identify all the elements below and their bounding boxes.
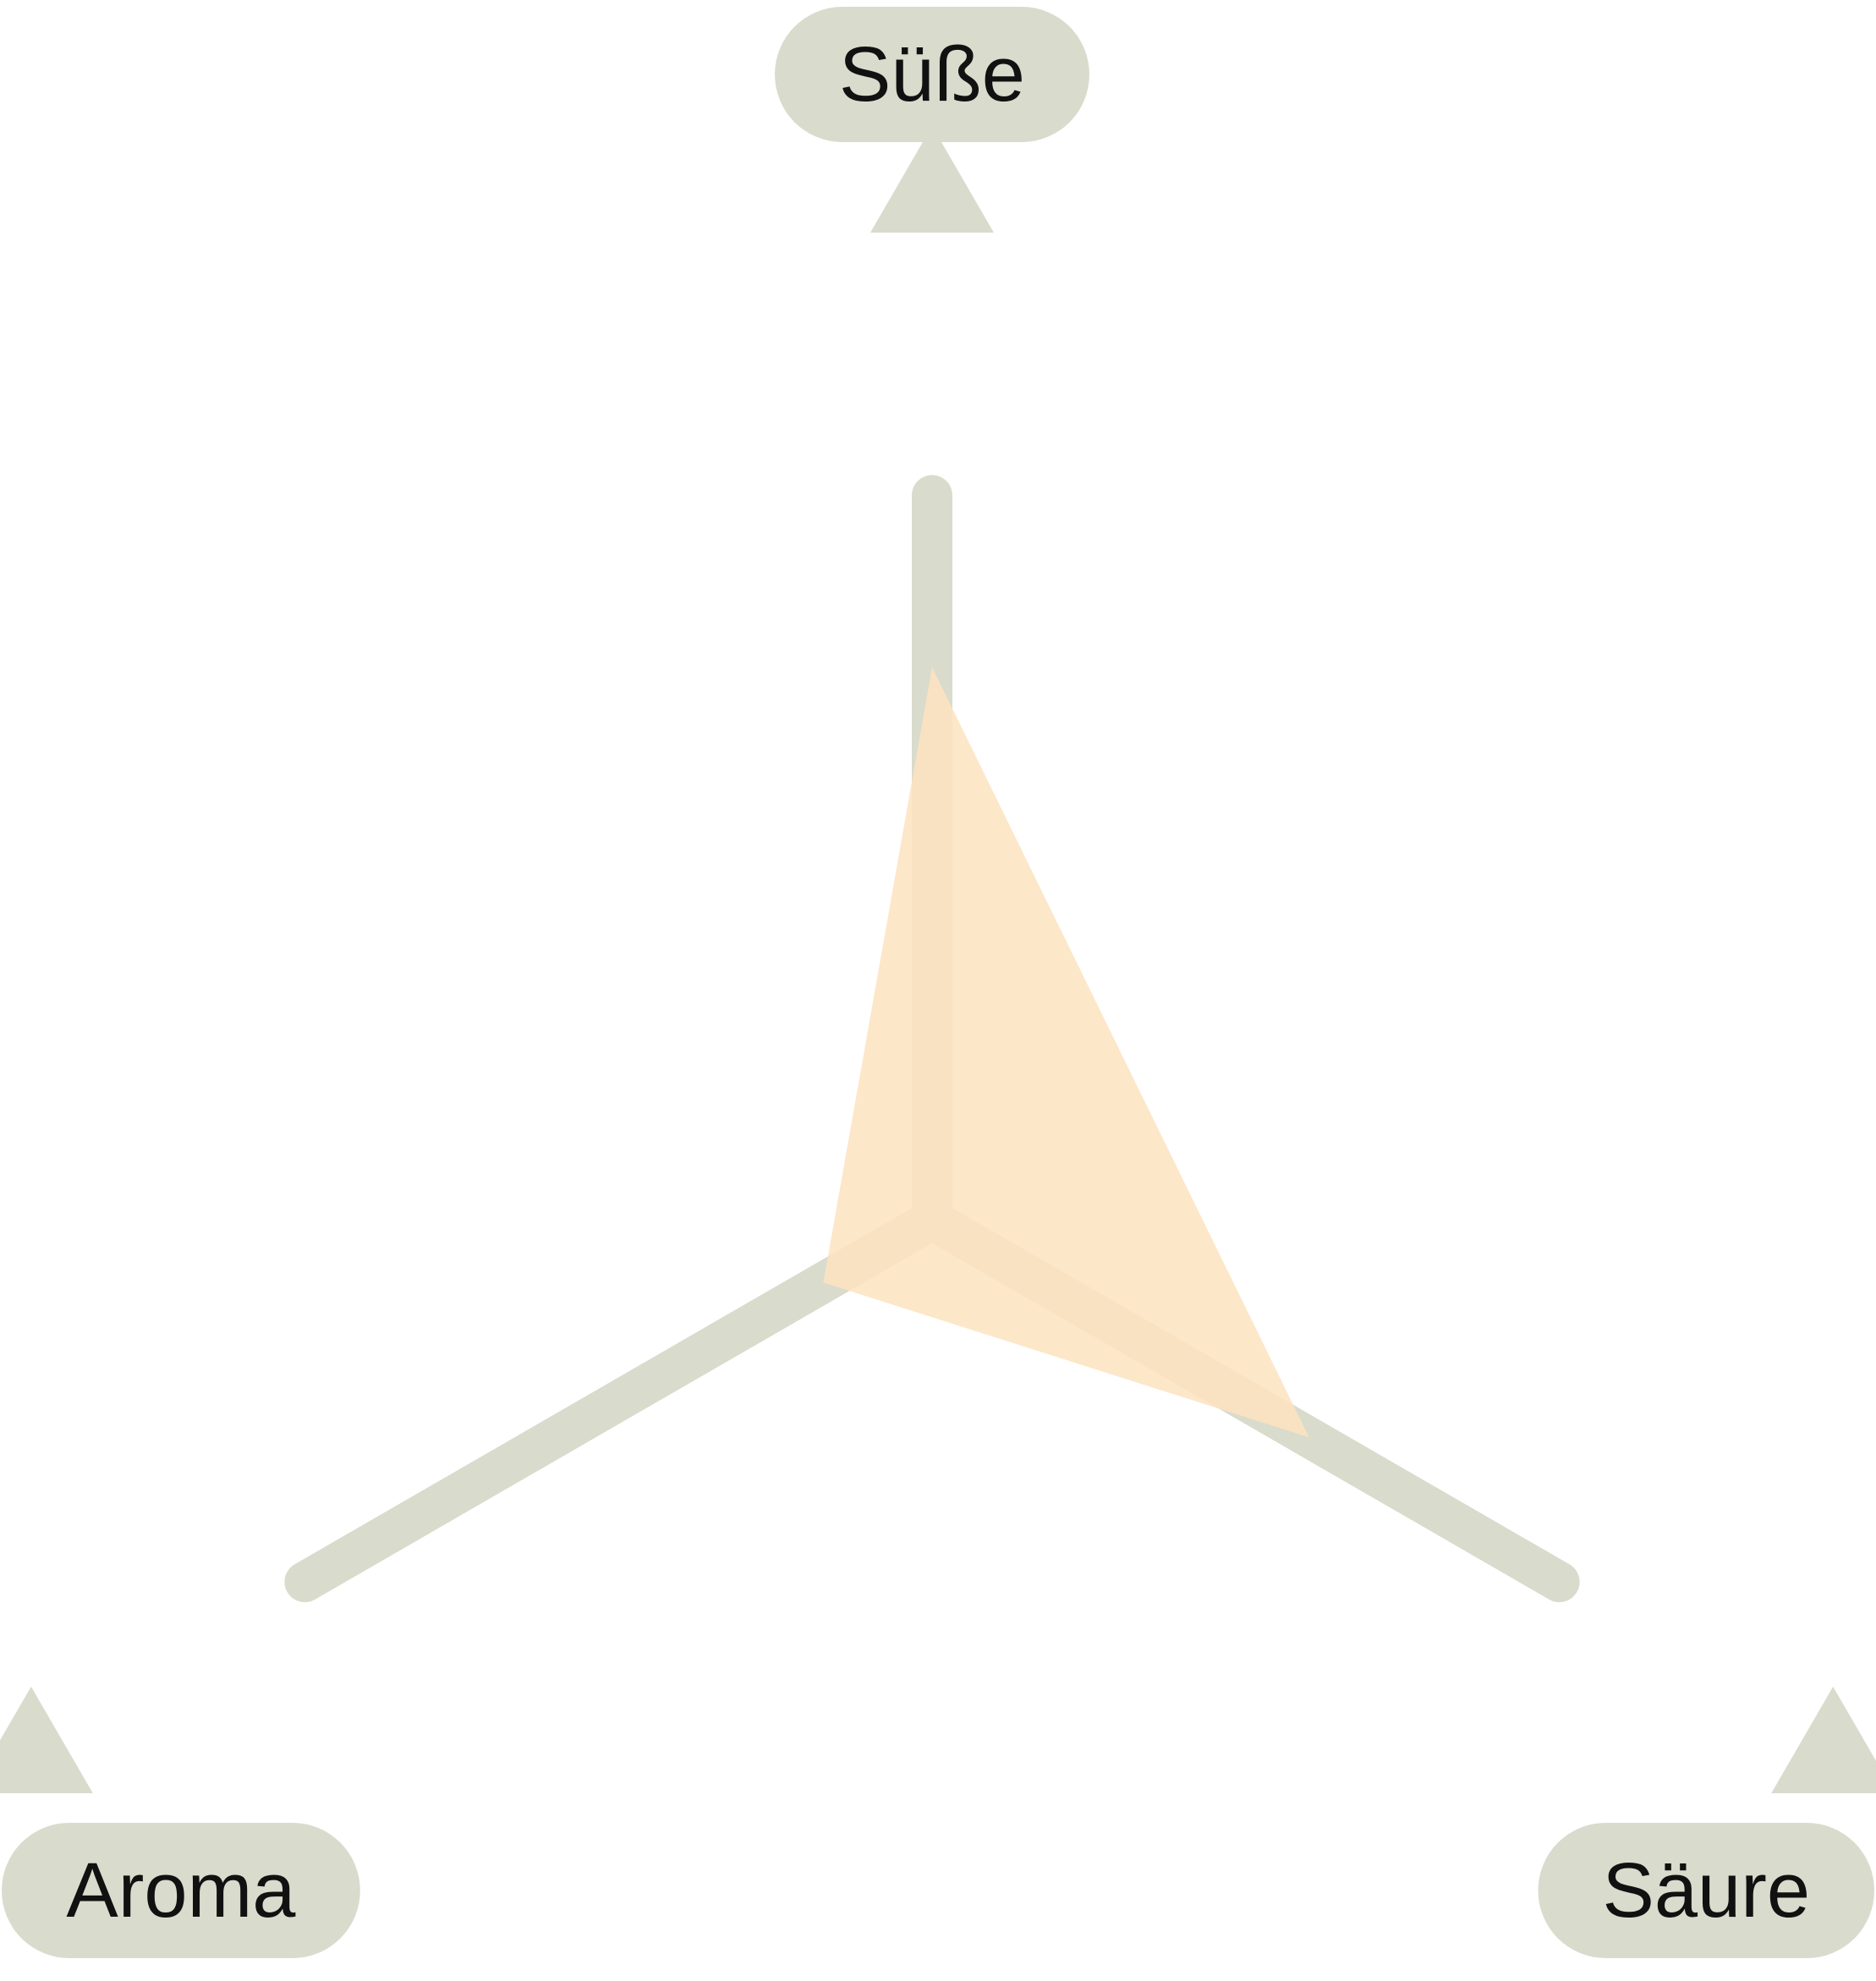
data-area-layer: [823, 667, 1309, 1438]
axis-arrow-2: [1771, 1687, 1876, 1793]
data-area-series-1: [823, 667, 1309, 1438]
axis-label-pill: [775, 7, 1089, 142]
axis-arrow-1: [870, 126, 994, 233]
axis-label-pill: [1538, 1823, 1874, 1958]
axis-label-2: Säure: [1538, 1823, 1874, 1958]
axis-label-pill: [2, 1823, 360, 1958]
axis-label-3: Aroma: [2, 1823, 360, 1958]
axis-label-text: Aroma: [66, 1847, 296, 1934]
axis-arrow-3: [0, 1687, 93, 1793]
axis-label-text: Süße: [839, 31, 1025, 118]
axis-label-text: Säure: [1603, 1847, 1811, 1934]
axis-label-1: Süße: [775, 7, 1089, 142]
